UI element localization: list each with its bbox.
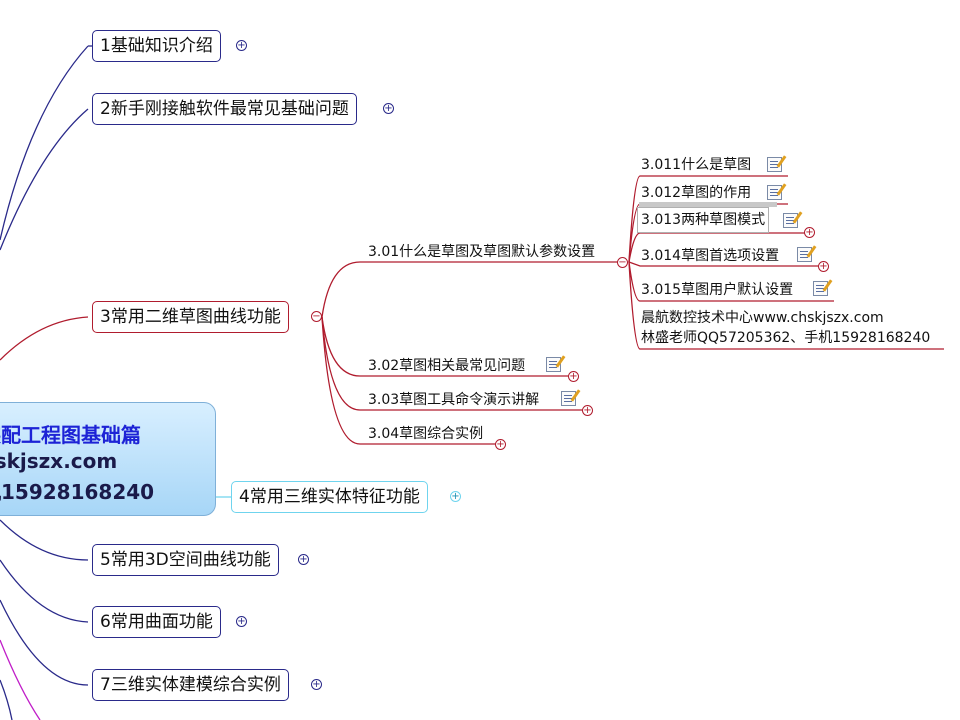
expand-toggle-subtopic-3-03[interactable]: + (582, 405, 593, 416)
expand-toggle-topic-5[interactable]: + (298, 554, 309, 565)
expand-toggle-topic-1[interactable]: + (236, 40, 247, 51)
central-title-line: 模装配工程图基础篇 (0, 423, 141, 447)
leaf-3-012[interactable]: 3.012草图的作用 (641, 185, 752, 201)
expand-toggle-subtopic-3-04[interactable]: + (495, 439, 506, 450)
note-icon[interactable] (783, 213, 798, 228)
expand-toggle-topic-4[interactable]: + (450, 491, 461, 502)
note-icon[interactable] (546, 357, 561, 372)
collapse-toggle-topic-3[interactable]: − (311, 311, 322, 322)
subtopic-3-01[interactable]: 3.01什么是草图及草图默认参数设置 (368, 244, 596, 260)
leaf-3-013[interactable]: 3.013两种草图模式 (637, 207, 770, 233)
topic-modeling-examples[interactable]: 7三维实体建模综合实例 (92, 669, 289, 701)
expand-toggle-leaf-3-014[interactable]: + (818, 261, 829, 272)
note-icon[interactable] (767, 185, 782, 200)
info-website: 晨航数控技术中心www.chskjszx.com (641, 310, 884, 326)
leaf-3-011[interactable]: 3.011什么是草图 (641, 157, 752, 173)
topic-3d-solid[interactable]: 4常用三维实体特征功能 (231, 481, 428, 513)
note-icon[interactable] (561, 391, 576, 406)
note-icon[interactable] (767, 157, 782, 172)
subtopic-3-04[interactable]: 3.04草图综合实例 (368, 426, 484, 442)
subtopic-3-02[interactable]: 3.02草图相关最常见问题 (368, 358, 526, 374)
topic-beginner-questions[interactable]: 2新手刚接触软件最常见基础问题 (92, 93, 357, 125)
subtopic-3-03[interactable]: 3.03草图工具命令演示讲解 (368, 392, 540, 408)
expand-toggle-topic-7[interactable]: + (311, 679, 322, 690)
expand-toggle-leaf-3-013[interactable]: + (804, 227, 815, 238)
topic-2d-sketch[interactable]: 3常用二维草图曲线功能 (92, 301, 289, 333)
expand-toggle-subtopic-3-02[interactable]: + (568, 371, 579, 382)
central-website-line: .chskjszx.com (0, 449, 118, 473)
topic-3d-curves[interactable]: 5常用3D空间曲线功能 (92, 544, 279, 576)
info-contact: 林盛老师QQ57205362、手机15928168240 (641, 330, 931, 346)
central-phone-line: 手机15928168240 (0, 480, 155, 504)
expand-toggle-topic-6[interactable]: + (236, 616, 247, 627)
expand-toggle-topic-2[interactable]: + (383, 103, 394, 114)
selection-handle-bar (639, 202, 777, 207)
collapse-toggle-subtopic-3-01[interactable]: − (617, 257, 628, 268)
note-icon[interactable] (813, 281, 828, 296)
leaf-3-014[interactable]: 3.014草图首选项设置 (641, 248, 780, 264)
topic-surfaces[interactable]: 6常用曲面功能 (92, 606, 221, 638)
leaf-3-015[interactable]: 3.015草图用户默认设置 (641, 282, 794, 298)
note-icon[interactable] (797, 247, 812, 262)
topic-basics[interactable]: 1基础知识介绍 (92, 30, 221, 62)
central-topic[interactable]: 模装配工程图基础篇 .chskjszx.com 手机15928168240 (0, 402, 216, 516)
